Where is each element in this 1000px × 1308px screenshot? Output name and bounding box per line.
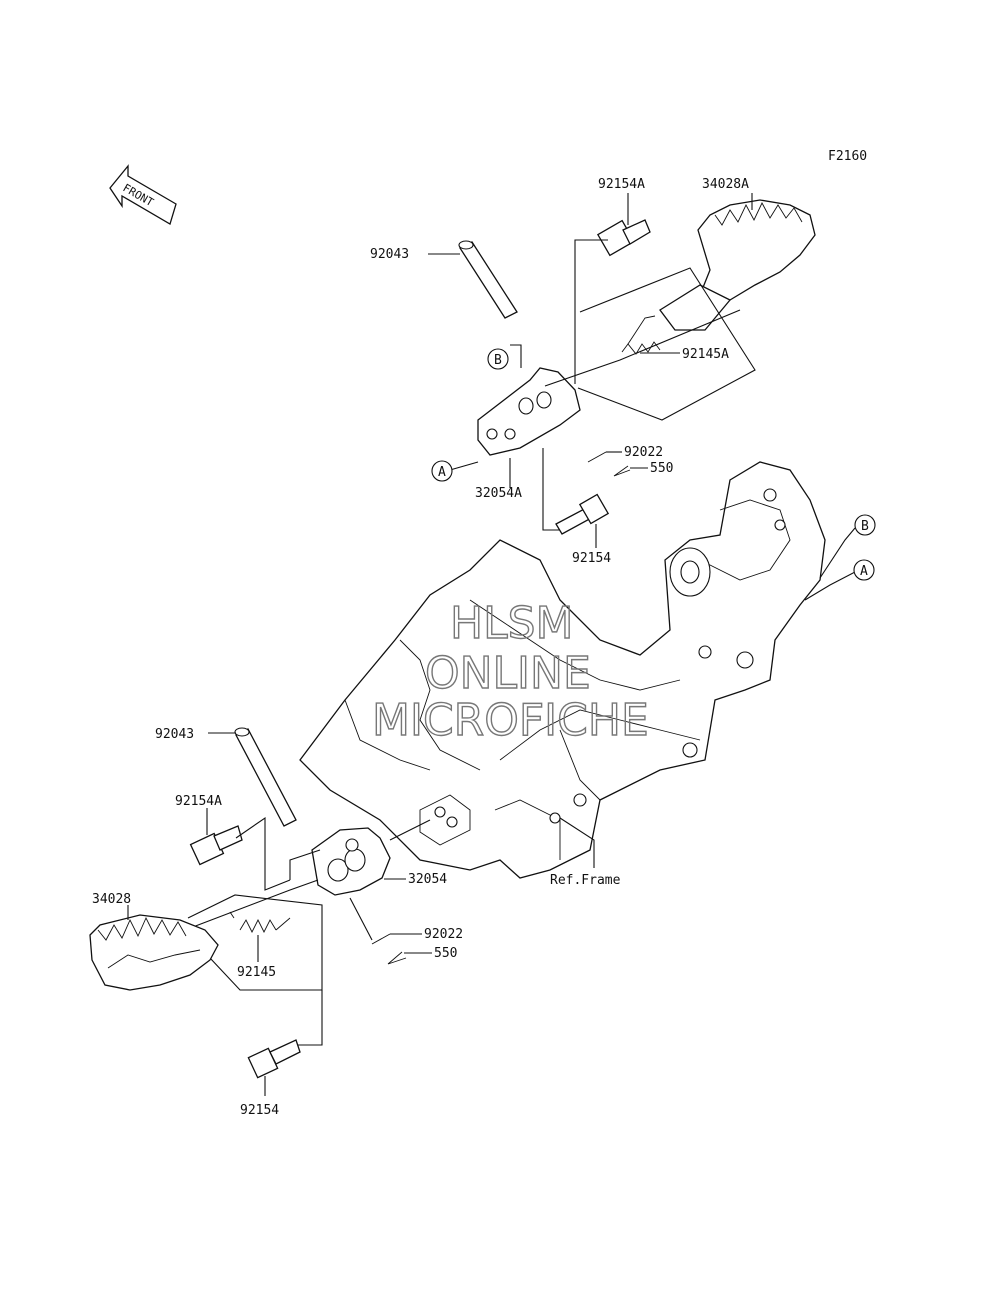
upper-bolt-a-callout: 92154A — [598, 177, 645, 192]
upper-ref-b-label: B — [494, 353, 502, 368]
upper-bolt-callout: 92154 — [572, 551, 611, 566]
upper-washer-callout: 92022 — [624, 445, 663, 460]
upper-ref-b-marker — [487, 348, 509, 370]
watermark-line-1: HLSM — [450, 598, 574, 649]
lower-footpeg — [89, 914, 219, 991]
upper-bracket — [477, 367, 581, 456]
upper-ref-a-label: A — [438, 465, 446, 480]
frame-callout: Ref.Frame — [550, 873, 621, 888]
frame-ref-a-label: A — [860, 564, 868, 579]
lower-washer-callout: 92022 — [424, 927, 463, 942]
lower-bracket — [311, 827, 391, 896]
upper-spring-callout: 92145A — [682, 347, 729, 362]
watermark-line-2: ONLINE — [425, 648, 591, 699]
front-arrow-icon: FRONT — [109, 164, 177, 225]
upper-bolt — [555, 493, 610, 535]
lower-bolt — [247, 1039, 301, 1079]
frame-ref-b-marker — [854, 514, 876, 536]
lower-pin-callout: 92043 — [155, 727, 194, 742]
lower-washer — [371, 933, 391, 945]
upper-bolt-a — [596, 219, 651, 257]
upper-bracket-callout: 32054A — [475, 486, 522, 501]
lower-bolt-callout: 92154 — [240, 1103, 279, 1118]
watermark: HLSM ONLINE MICROFICHE — [371, 597, 649, 746]
upper-pin-callout: 92043 — [370, 247, 409, 262]
frame-ref-b-label: B — [861, 519, 869, 534]
upper-footpeg — [659, 199, 816, 331]
lower-spring — [229, 911, 291, 934]
lower-bolt-a — [189, 825, 243, 866]
lower-pin — [234, 727, 297, 827]
lower-bolt-a-callout: 92154A — [175, 794, 222, 809]
watermark-line-3: MICROFICHE — [372, 695, 649, 746]
lower-cotter — [387, 951, 407, 965]
lower-bracket-callout: 32054 — [408, 872, 447, 887]
lower-spring-callout: 92145 — [237, 965, 276, 980]
upper-ref-a-marker — [431, 460, 453, 482]
frame-drawing — [299, 461, 826, 879]
upper-footpeg-callout: 34028A — [702, 177, 749, 192]
upper-pin — [458, 240, 518, 319]
upper-washer — [587, 451, 607, 463]
frame-ref-a-marker — [853, 559, 875, 581]
figure-code: F2160 — [828, 149, 867, 164]
lower-cotter-callout: 550 — [434, 946, 457, 961]
upper-spring — [621, 315, 661, 355]
upper-cotter-callout: 550 — [650, 461, 673, 476]
lower-footpeg-callout: 34028 — [92, 892, 131, 907]
upper-cotter — [613, 465, 631, 477]
